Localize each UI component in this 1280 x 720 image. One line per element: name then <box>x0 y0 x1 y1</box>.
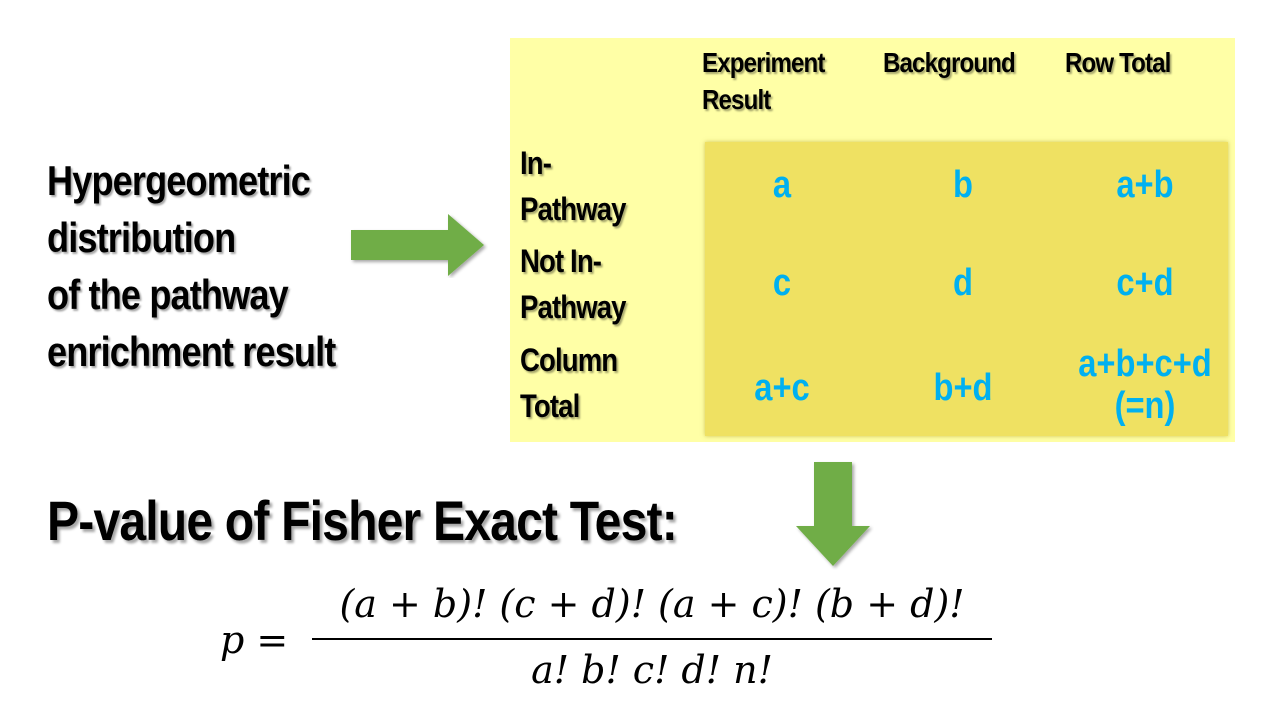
down-arrow-icon <box>796 462 870 566</box>
formula-numerator: (a + b)! (c + d)! (a + c)! (b + d)! <box>339 582 965 626</box>
cell-d: d <box>953 262 973 304</box>
row-label-not-in-pathway: Not In-Pathway <box>520 243 626 325</box>
cell-b-plus-d: b+d <box>933 367 993 409</box>
cell-grand-total: a+b+c+d(=n) <box>1078 343 1212 427</box>
description-line: distribution <box>47 214 236 261</box>
description-line: of the pathway <box>47 271 289 318</box>
row-label-in-pathway: In-Pathway <box>520 145 626 227</box>
col-header-row-total: Row Total <box>1065 47 1171 78</box>
cell-a-plus-b: a+b <box>1116 164 1174 206</box>
col-header-background: Background <box>883 47 1016 78</box>
fraction-bar <box>312 638 992 640</box>
left-description: Hypergeometric distribution of the pathw… <box>47 152 336 380</box>
table-values-area <box>705 142 1228 436</box>
right-arrow-icon <box>351 214 484 276</box>
formula-denominator: a! b! c! d! n! <box>531 648 773 692</box>
description-line: enrichment result <box>47 328 336 375</box>
page-title: P-value of Fisher Exact Test: <box>47 489 678 552</box>
cell-a: a <box>772 164 792 206</box>
cell-a-plus-c: a+c <box>754 367 810 409</box>
description-line: Hypergeometric <box>47 157 311 204</box>
formula-lhs: p = <box>220 618 289 662</box>
cell-b: b <box>953 164 973 206</box>
cell-c-plus-d: c+d <box>1116 262 1174 304</box>
cell-c: c <box>772 262 792 304</box>
